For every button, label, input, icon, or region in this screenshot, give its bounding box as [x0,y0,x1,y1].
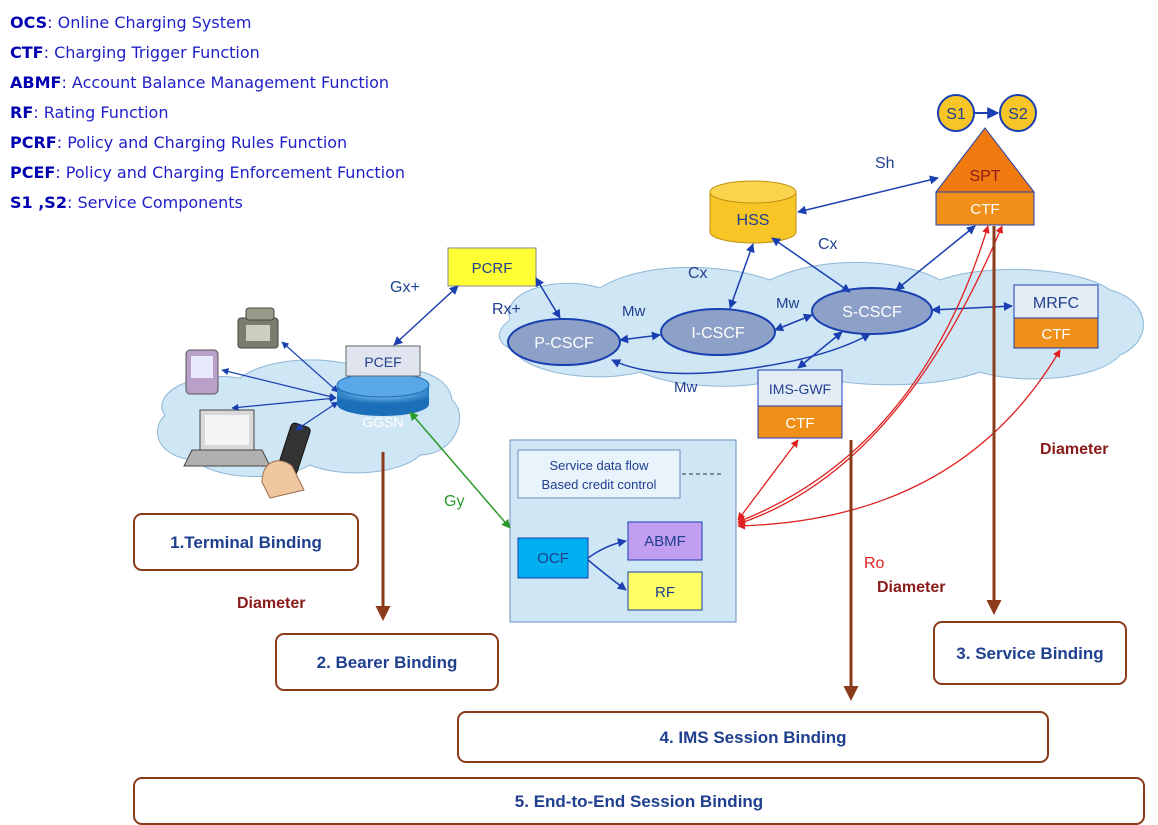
legend-row-ocs: OCS: Online Charging System [10,8,405,38]
legend-abbr: RF [10,103,34,122]
service-binding-label: 3. Service Binding [956,644,1103,663]
bearer-binding-box [275,633,499,691]
binding-arrows [375,226,1002,701]
legend-desc: : Policy and Charging Rules Function [56,133,348,152]
pda-icon [185,349,219,395]
legend-desc: : Account Balance Management Function [61,73,390,92]
legend-desc: : Policy and Charging Enforcement Functi… [55,163,406,182]
pcef-label: PCEF [364,354,401,370]
laptop-icon [183,409,271,467]
i-cscf-label: I-CSCF [691,325,745,342]
rf-label: RF [655,584,675,601]
legend-row-pcrf: PCRF: Policy and Charging Rules Function [10,128,405,158]
legend-row-ctf: CTF: Charging Trigger Function [10,38,405,68]
ro-links [737,225,1061,530]
gy-link [409,411,511,529]
sdf-line1-label: Service data flow [550,458,650,473]
mw-link-label-3: Mw [674,379,697,396]
diameter-label-ims: Diameter [877,579,945,596]
pcef-node [345,345,421,377]
abmf-label: ABMF [644,533,686,550]
ims-session-binding-box [457,711,1049,763]
ims-gwf-ctf-label: CTF [785,415,814,432]
ocf-rf-arrow [587,559,627,591]
end-to-end-binding-box [133,777,1145,825]
cx-link-label-2: Cx [688,265,708,282]
legend-abbr: PCEF [10,163,56,182]
ggsn-router [336,372,430,416]
ocf-node [517,537,589,579]
bearer-binding-label: 2. Bearer Binding [317,653,458,672]
spt-label: SPT [969,168,1000,185]
s1-node [937,94,975,132]
ocf-label: OCF [537,550,569,567]
desk-phone-icon [237,307,279,349]
pcrf-label: PCRF [472,260,513,277]
legend-abbr: S1 ,S2 [10,193,67,212]
s2-label: S2 [1008,106,1028,123]
legend: OCS: Online Charging System CTF: Chargin… [10,8,405,218]
service-binding-box [933,621,1127,685]
mw-link-label-1: Mw [622,303,645,320]
mrfc-label: MRFC [1033,295,1079,312]
ggsn-label: GGSN [362,414,403,430]
legend-desc: : Service Components [66,193,243,212]
end-to-end-binding-label: 5. End-to-End Session Binding [515,792,763,811]
legend-row-abmf: ABMF: Account Balance Management Functio… [10,68,405,98]
legend-abbr: OCS [10,13,48,32]
mobile-phone-icon [261,422,311,499]
p-cscf-label: P-CSCF [534,335,594,352]
s-cscf-label: S-CSCF [842,304,902,321]
s1-label: S1 [946,106,966,123]
mw-link-label-2: Mw [776,295,799,312]
spt-ctf-node [935,191,1035,226]
sh-link-label: Sh [875,155,895,172]
ocf-abmf-arrow [587,538,627,559]
cx-link-label-1: Cx [818,236,838,253]
spt-ctf-label: CTF [970,201,999,218]
s2-node [999,94,1037,132]
terminal-binding-label: 1.Terminal Binding [170,533,322,552]
sdf-credit-control-box [517,449,681,499]
terminal-binding-box [133,513,359,571]
ro-link-label: Ro [864,555,885,572]
mrfc-ctf-label: CTF [1041,326,1070,343]
mrfc-node [1013,284,1099,319]
legend-row-pcef: PCEF: Policy and Charging Enforcement Fu… [10,158,405,188]
device-links [221,341,339,431]
hss-label: HSS [737,212,770,229]
gy-link-label: Gy [444,493,464,510]
legend-desc: : Rating Function [33,103,169,122]
ims-session-binding-label: 4. IMS Session Binding [659,728,846,747]
mrfc-ctf-node [1013,317,1099,349]
legend-abbr: CTF [10,43,44,62]
legend-abbr: ABMF [10,73,62,92]
legend-desc: : Charging Trigger Function [43,43,260,62]
legend-desc: : Online Charging System [47,13,252,32]
gx-link-label: Gx+ [390,279,420,296]
diameter-label-bearer: Diameter [237,595,305,612]
legend-row-rf: RF: Rating Function [10,98,405,128]
rx-link-label: Rx+ [492,301,521,318]
ims-gwf-label: IMS-GWF [769,381,831,397]
legend-row-s1s2: S1 ,S2: Service Components [10,188,405,218]
pcrf-node [447,247,537,287]
legend-abbr: PCRF [10,133,57,152]
rf-node [627,571,703,611]
diameter-label-service: Diameter [1040,441,1108,458]
sdf-line2-label: Based credit control [542,477,657,492]
abmf-node [627,521,703,561]
